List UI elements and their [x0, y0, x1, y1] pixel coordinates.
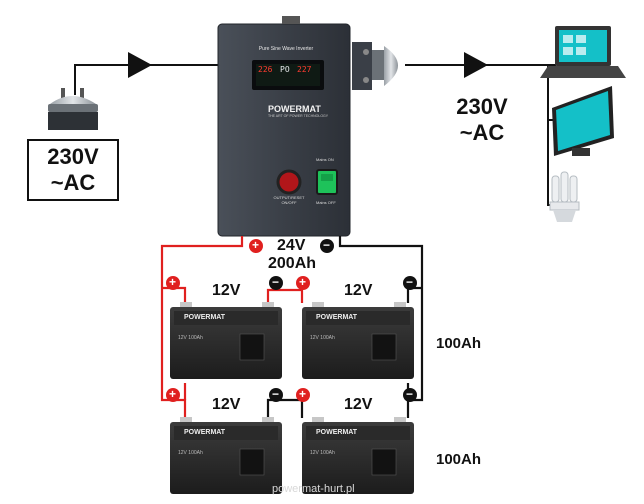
laptop-icon — [540, 26, 626, 78]
reset-button-label: OUTPUT/RESET — [273, 195, 305, 200]
battery-bottom-left — [170, 417, 282, 494]
input-voltage-box — [27, 139, 119, 201]
reset-button-sublabel: ON/OFF — [281, 200, 297, 205]
display-right: 227 — [297, 65, 312, 74]
battery-bottom-right — [302, 417, 414, 494]
plus-sign: + — [169, 275, 177, 289]
bottom-row-capacity: 100Ah — [436, 451, 482, 468]
battery-voltage-label: 12V — [212, 282, 241, 299]
watermark: powermat-hurt.pl — [272, 483, 355, 495]
battery-brand: POWERMAT — [316, 429, 358, 436]
mains-switch[interactable] — [316, 169, 338, 195]
input-plug-icon — [48, 88, 98, 130]
polarity-markers — [166, 239, 417, 402]
battery-brand: POWERMAT — [316, 314, 358, 321]
output-voltage-label: 230V — [456, 94, 508, 119]
display-left: 226 — [258, 65, 273, 74]
input-ac-wire — [74, 64, 218, 95]
display-mid: PO — [280, 65, 290, 74]
bank-minus-sign: − — [323, 238, 331, 252]
output-flow-arrow — [464, 52, 488, 78]
minus-sign: − — [406, 275, 414, 289]
bank-voltage-label: 24V — [277, 237, 306, 254]
input-voltage-label: 230V — [47, 144, 99, 169]
output-plug-icon — [352, 42, 398, 90]
mains-off-label: Mains OFF — [316, 200, 336, 205]
output-reset-button[interactable] — [276, 169, 302, 195]
battery-spec: 12V 100Ah — [178, 450, 203, 456]
bank-plus-sign: + — [252, 238, 260, 252]
battery-spec: 12V 100Ah — [178, 335, 203, 341]
plus-sign: + — [299, 275, 307, 289]
top-row-capacity: 100Ah — [436, 335, 482, 352]
inverter-brand-logo: POWERMAT — [268, 104, 321, 114]
battery-voltage-label: 12V — [212, 396, 241, 413]
battery-brand: POWERMAT — [184, 429, 226, 436]
inverter-tagline: THE ART OF POWER TECHNOLOGY — [268, 114, 329, 118]
minus-sign: − — [272, 387, 280, 401]
battery-top-left — [170, 302, 282, 379]
battery-spec: 12V 100Ah — [310, 450, 335, 456]
plus-sign: + — [299, 387, 307, 401]
battery-spec: 12V 100Ah — [310, 335, 335, 341]
minus-sign: − — [272, 275, 280, 289]
mains-on-label: Mains ON — [316, 157, 334, 162]
battery-voltage-label: 12V — [344, 396, 373, 413]
inverter-title: Pure Sine Wave Inverter — [258, 46, 314, 52]
input-type-label: ~AC — [50, 170, 96, 195]
plus-sign: + — [169, 387, 177, 401]
minus-sign: − — [406, 387, 414, 401]
battery-brand: POWERMAT — [184, 314, 226, 321]
battery-top-right — [302, 302, 414, 379]
battery-voltage-label: 12V — [344, 282, 373, 299]
monitor-icon — [552, 86, 614, 156]
bank-capacity-label: 200Ah — [268, 255, 317, 272]
input-flow-arrow — [128, 52, 152, 78]
energy-saving-bulb-icon — [549, 171, 580, 222]
output-type-label: ~AC — [459, 120, 505, 145]
